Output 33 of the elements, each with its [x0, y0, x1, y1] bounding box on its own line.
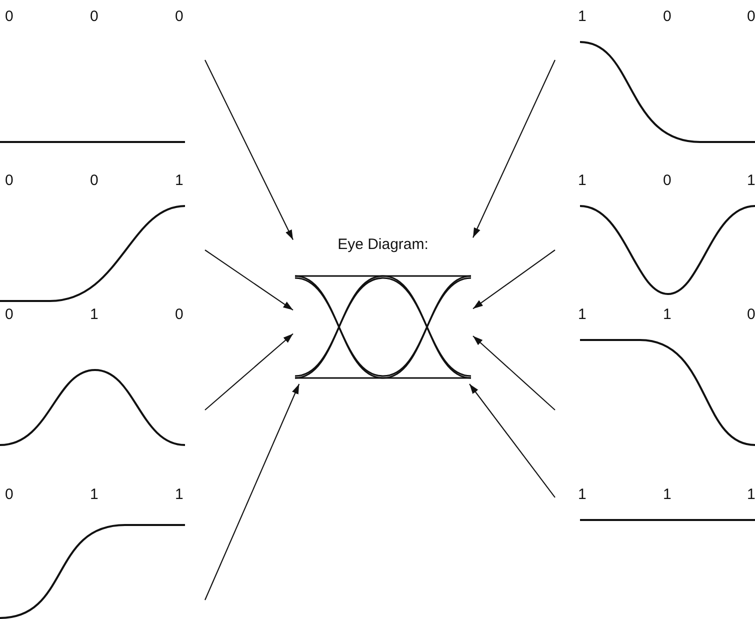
arrow — [204, 60, 294, 240]
bit-label: 1 — [663, 486, 672, 504]
eye-diagram-heading: Eye Diagram: — [336, 236, 430, 254]
bit-label: 0 — [90, 172, 98, 190]
arrow — [204, 333, 294, 410]
bit-label: 1 — [90, 486, 98, 504]
bit-label: 0 — [663, 8, 672, 26]
bit-label: 0 — [175, 306, 184, 324]
bit-label: 0 — [5, 8, 14, 26]
bit-label: 0 — [5, 306, 14, 324]
bit-label: 1 — [90, 306, 98, 324]
bit-label: 0 — [5, 172, 14, 190]
arrow — [204, 384, 300, 600]
bit-label: 1 — [175, 172, 184, 190]
bit-label: 0 — [747, 306, 755, 324]
bit-label: 1 — [175, 486, 184, 504]
arrow — [472, 60, 556, 238]
arrow — [472, 250, 556, 310]
bit-label: 1 — [747, 486, 755, 504]
arrow — [472, 336, 556, 410]
arrow — [469, 384, 556, 498]
arrow — [204, 250, 294, 310]
bit-label: 1 — [578, 486, 586, 504]
bit-label: 1 — [578, 8, 586, 26]
bit-label: 1 — [578, 172, 586, 190]
bit-label: 0 — [5, 486, 14, 504]
bit-label: 1 — [747, 172, 755, 190]
bit-label: 0 — [663, 172, 672, 190]
bit-label: 1 — [663, 306, 672, 324]
bit-label: 0 — [175, 8, 184, 26]
bit-label: 0 — [90, 8, 98, 26]
bit-label: 1 — [578, 306, 586, 324]
bit-label: 0 — [747, 8, 755, 26]
